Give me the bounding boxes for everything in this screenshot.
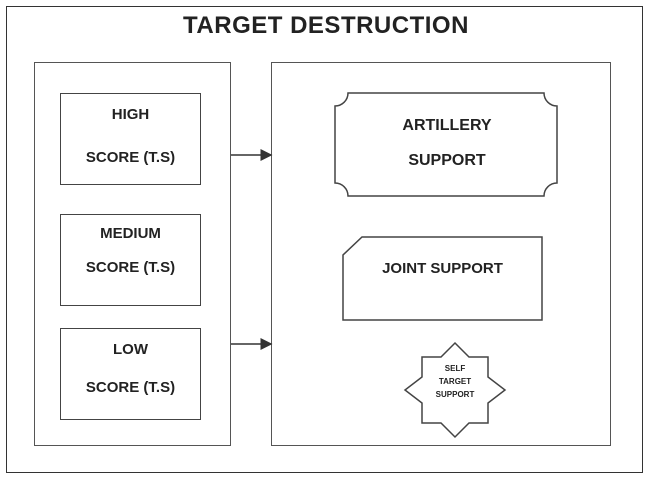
low-score-box: LOW SCORE (T.S) — [60, 328, 201, 420]
medium-score-line1: MEDIUM — [100, 225, 161, 242]
joint-support-label: JOINT SUPPORT — [343, 255, 542, 283]
self-target-support-label: SELF TARGET SUPPORT — [408, 362, 502, 401]
diagram-frame — [6, 6, 643, 473]
artillery-line2: SUPPORT — [408, 152, 486, 169]
high-score-line2: SCORE (T.S) — [85, 149, 176, 166]
score-panel — [34, 62, 231, 446]
self-line2: TARGET — [438, 377, 472, 386]
diagram-title: TARGET DESTRUCTION — [183, 12, 469, 39]
medium-score-box: MEDIUM SCORE (T.S) — [60, 214, 201, 306]
artillery-support-label: ARTILLERY SUPPORT — [336, 108, 558, 178]
self-line3: SUPPORT — [435, 390, 475, 399]
low-score-line1: LOW — [113, 341, 148, 358]
high-score-line1: HIGH — [111, 106, 150, 123]
high-score-box: HIGH SCORE (T.S) — [60, 93, 201, 185]
support-panel — [271, 62, 611, 446]
joint-support-shape — [342, 236, 543, 321]
medium-score-line2: SCORE (T.S) — [85, 259, 176, 276]
artillery-support-shape — [334, 92, 558, 197]
artillery-line1: ARTILLERY — [402, 117, 492, 134]
self-target-support-shape — [403, 341, 507, 439]
joint-label-text: JOINT SUPPORT — [382, 260, 503, 277]
self-line1: SELF — [444, 364, 466, 373]
low-score-line2: SCORE (T.S) — [85, 379, 176, 396]
